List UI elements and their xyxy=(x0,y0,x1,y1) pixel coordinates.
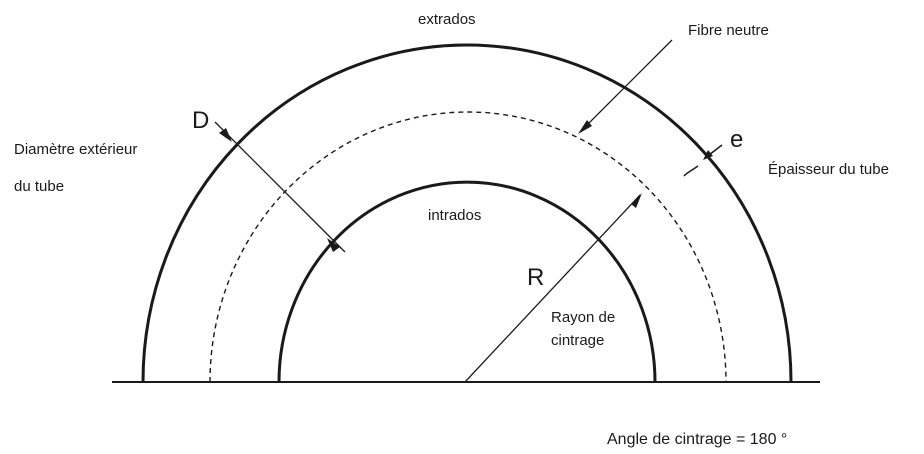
label-intrados: intrados xyxy=(428,207,481,224)
label-D: D xyxy=(192,107,209,134)
label-rayon-line2: cintrage xyxy=(551,332,604,349)
label-epaisseur: Épaisseur du tube xyxy=(768,161,889,178)
label-e: e xyxy=(730,126,743,153)
thickness-leader-inner xyxy=(685,165,699,175)
label-diametre-line1: Diamètre extérieur xyxy=(14,141,137,158)
neutral-fibre-arc xyxy=(209,111,727,383)
diameter-arrow-outer xyxy=(219,128,232,142)
inner-arc-intrados xyxy=(277,180,657,383)
thickness-leader-tail xyxy=(683,173,687,177)
outer-arc-extrados xyxy=(141,43,793,383)
label-R: R xyxy=(527,264,544,291)
fibre-neutre-arrow xyxy=(578,120,592,134)
diameter-dimension-line xyxy=(214,121,346,253)
fibre-neutre-leader xyxy=(579,39,673,133)
label-rayon-line1: Rayon de xyxy=(551,309,615,326)
label-diametre-line2: du tube xyxy=(14,178,64,195)
radius-dimension-line xyxy=(464,194,641,383)
label-extrados: extrados xyxy=(418,11,476,28)
diameter-arrow-inner xyxy=(327,238,340,252)
label-fibre-neutre: Fibre neutre xyxy=(688,22,769,39)
label-angle-cintrage: Angle de cintrage = 180 ° xyxy=(607,431,787,448)
radius-arrow xyxy=(631,193,642,208)
thickness-arrow-outer xyxy=(703,150,713,160)
